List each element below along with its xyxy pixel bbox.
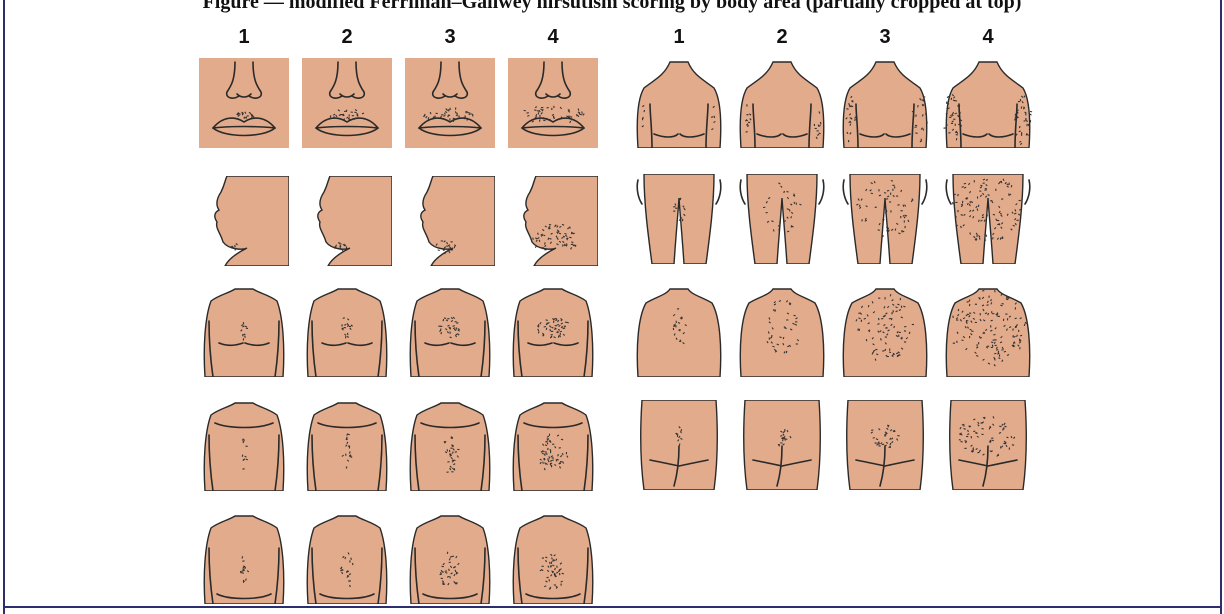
upper-back-grade-2 xyxy=(737,287,827,377)
upper-arm-grade-1-illustration xyxy=(634,58,724,148)
upper-abdomen-grade-2-illustration xyxy=(302,401,392,491)
upper-lip-grade-2-illustration xyxy=(302,58,392,148)
chest-grade-4 xyxy=(508,287,598,377)
upper-abdomen-grade-4-illustration xyxy=(508,401,598,491)
upper-back-grade-4 xyxy=(943,287,1033,377)
upper-abdomen-grade-2 xyxy=(302,401,392,491)
left-col-4-label: 4 xyxy=(533,26,573,49)
upper-back-grade-3 xyxy=(840,287,930,377)
figure-caption: Figure — modified Ferriman–Gallwey hirsu… xyxy=(0,0,1224,14)
chest-grade-2 xyxy=(302,287,392,377)
upper-arm-grade-2 xyxy=(737,58,827,148)
right-col-4-label: 4 xyxy=(968,26,1008,49)
lower-abdomen-grade-4 xyxy=(508,514,598,604)
upper-abdomen-grade-3 xyxy=(405,401,495,491)
chest-grade-3-illustration xyxy=(405,287,495,377)
lower-abdomen-grade-1 xyxy=(199,514,289,604)
lower-abdomen-grade-4-illustration xyxy=(508,514,598,604)
upper-lip-grade-4 xyxy=(508,58,598,148)
chest-grade-1-illustration xyxy=(199,287,289,377)
upper-arm-grade-4-illustration xyxy=(943,58,1033,148)
upper-back-grade-2-illustration xyxy=(737,287,827,377)
lower-back-grade-1-illustration xyxy=(634,400,724,490)
upper-abdomen-grade-4 xyxy=(508,401,598,491)
upper-back-grade-4-illustration xyxy=(943,287,1033,377)
upper-lip-grade-1-illustration xyxy=(199,58,289,148)
lower-back-grade-3 xyxy=(840,400,930,490)
thigh-grade-4 xyxy=(943,174,1033,264)
right-col-2-label: 2 xyxy=(762,26,802,49)
right-col-3-label: 3 xyxy=(865,26,905,49)
chin-grade-2-illustration xyxy=(302,176,392,266)
upper-lip-grade-1 xyxy=(199,58,289,148)
chest-grade-2-illustration xyxy=(302,287,392,377)
chest-grade-1 xyxy=(199,287,289,377)
lower-back-grade-4-illustration xyxy=(943,400,1033,490)
frame-right-border xyxy=(1220,0,1222,614)
frame-bottom-border xyxy=(3,606,1222,608)
thigh-grade-3-illustration xyxy=(840,174,930,264)
thigh-grade-1 xyxy=(634,174,724,264)
chin-grade-4-illustration xyxy=(508,176,598,266)
chin-grade-1 xyxy=(199,176,289,266)
lower-back-grade-4 xyxy=(943,400,1033,490)
upper-lip-grade-4-illustration xyxy=(508,58,598,148)
upper-back-grade-3-illustration xyxy=(840,287,930,377)
upper-arm-grade-3 xyxy=(840,58,930,148)
lower-abdomen-grade-3-illustration xyxy=(405,514,495,604)
lower-back-grade-1 xyxy=(634,400,724,490)
lower-back-grade-3-illustration xyxy=(840,400,930,490)
chest-grade-3 xyxy=(405,287,495,377)
upper-abdomen-grade-1-illustration xyxy=(199,401,289,491)
thigh-grade-4-illustration xyxy=(943,174,1033,264)
chin-grade-2 xyxy=(302,176,392,266)
chin-grade-3-illustration xyxy=(405,176,495,266)
upper-arm-grade-1 xyxy=(634,58,724,148)
chin-grade-1-illustration xyxy=(199,176,289,266)
upper-abdomen-grade-3-illustration xyxy=(405,401,495,491)
chin-grade-3 xyxy=(405,176,495,266)
lower-abdomen-grade-3 xyxy=(405,514,495,604)
thigh-grade-3 xyxy=(840,174,930,264)
upper-arm-grade-2-illustration xyxy=(737,58,827,148)
right-col-1-label: 1 xyxy=(659,26,699,49)
lower-abdomen-grade-2 xyxy=(302,514,392,604)
frame-left-border xyxy=(3,0,5,614)
upper-lip-grade-3-illustration xyxy=(405,58,495,148)
thigh-grade-1-illustration xyxy=(634,174,724,264)
upper-abdomen-grade-1 xyxy=(199,401,289,491)
upper-back-grade-1 xyxy=(634,287,724,377)
lower-abdomen-grade-2-illustration xyxy=(302,514,392,604)
upper-arm-grade-4 xyxy=(943,58,1033,148)
chest-grade-4-illustration xyxy=(508,287,598,377)
left-col-2-label: 2 xyxy=(327,26,367,49)
left-col-3-label: 3 xyxy=(430,26,470,49)
chin-grade-4 xyxy=(508,176,598,266)
lower-back-grade-2-illustration xyxy=(737,400,827,490)
upper-lip-grade-3 xyxy=(405,58,495,148)
lower-abdomen-grade-1-illustration xyxy=(199,514,289,604)
left-col-1-label: 1 xyxy=(224,26,264,49)
thigh-grade-2-illustration xyxy=(737,174,827,264)
lower-back-grade-2 xyxy=(737,400,827,490)
upper-back-grade-1-illustration xyxy=(634,287,724,377)
upper-arm-grade-3-illustration xyxy=(840,58,930,148)
thigh-grade-2 xyxy=(737,174,827,264)
upper-lip-grade-2 xyxy=(302,58,392,148)
